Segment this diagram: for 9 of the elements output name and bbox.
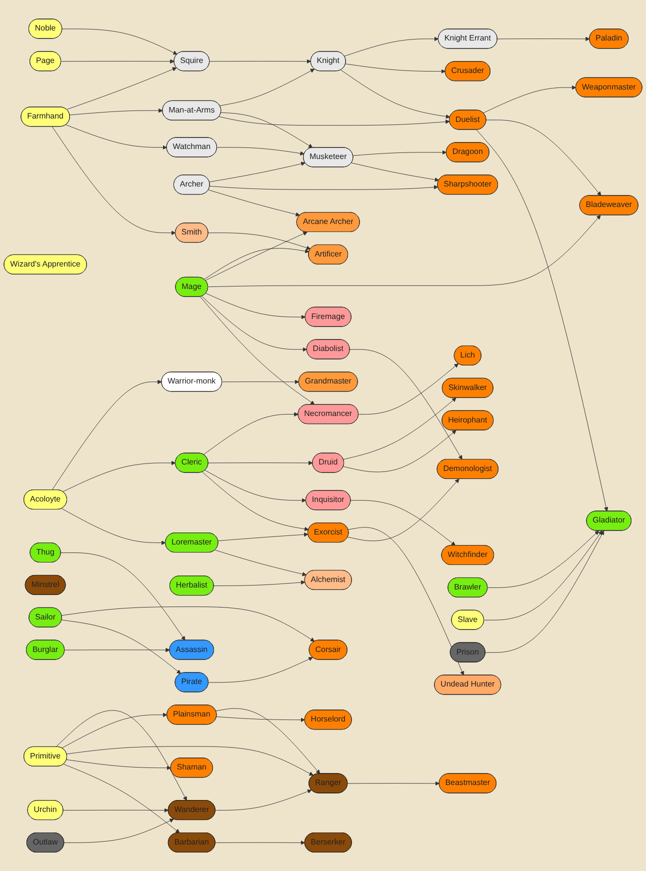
arrow (215, 789, 312, 810)
arrow (216, 708, 320, 774)
arrow (216, 147, 304, 156)
arrow (206, 292, 306, 320)
arrow (358, 363, 459, 414)
arrow (348, 527, 464, 676)
arrow (66, 124, 167, 150)
arrow (61, 508, 166, 545)
arrow (208, 190, 300, 216)
